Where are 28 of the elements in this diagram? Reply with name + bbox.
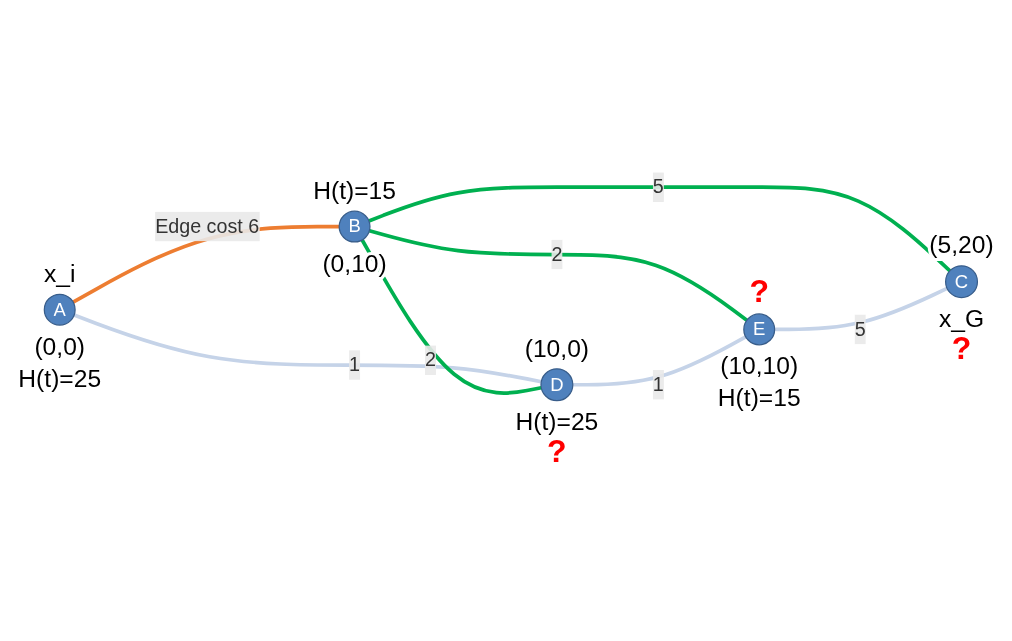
edge-label: 1 bbox=[349, 353, 361, 375]
node-annotation: (10,0) bbox=[524, 334, 590, 361]
node-annotation: H(t)=25 bbox=[18, 364, 102, 392]
node-circle: A bbox=[43, 293, 76, 326]
connector bbox=[572, 334, 747, 387]
node-circle: D bbox=[540, 367, 574, 401]
edge-label: 1 bbox=[652, 373, 664, 395]
node-annotation: (0,0) bbox=[34, 332, 85, 360]
connector bbox=[774, 286, 948, 331]
node-annotation: H(t)=15 bbox=[313, 176, 396, 204]
node-circle: B bbox=[338, 210, 371, 243]
node-annotation: x_G bbox=[938, 304, 985, 332]
connector bbox=[360, 238, 542, 395]
node-circle: E bbox=[743, 312, 776, 345]
edge-label: 2 bbox=[424, 348, 436, 370]
edge-label: Edge cost 6 bbox=[155, 215, 260, 236]
connector bbox=[368, 184, 952, 272]
connector bbox=[73, 312, 542, 384]
edge-label: 5 bbox=[854, 317, 866, 339]
node-annotation: (10,10) bbox=[720, 351, 799, 379]
node-annotation: H(t)=15 bbox=[717, 383, 801, 411]
node-circle: C bbox=[945, 264, 979, 298]
question-mark: ? bbox=[749, 272, 769, 309]
node-annotation: (5,20) bbox=[929, 230, 994, 258]
edge-label: 2 bbox=[551, 243, 563, 264]
edge-label: 5 bbox=[652, 175, 664, 197]
connector bbox=[368, 228, 748, 322]
node-annotation: x_i bbox=[43, 259, 76, 287]
